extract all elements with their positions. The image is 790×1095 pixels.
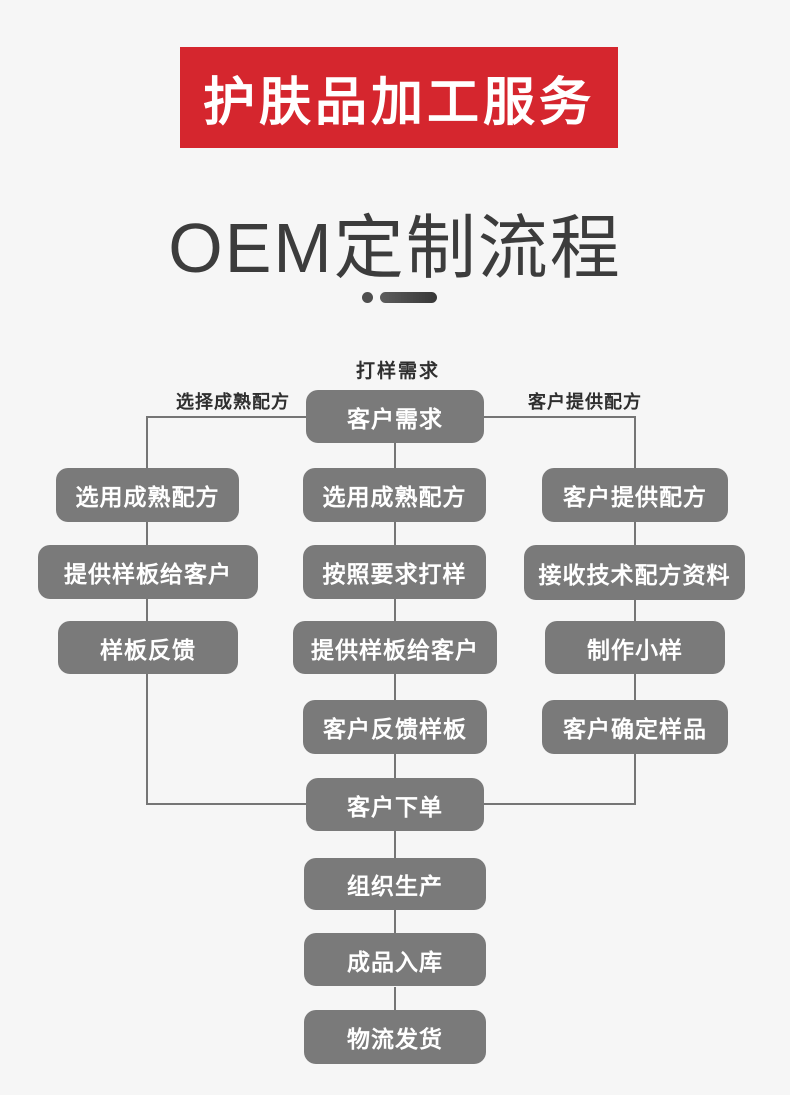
connector-right-3-4 xyxy=(634,674,636,700)
connector-middle-2-3 xyxy=(394,599,396,621)
decoration-dash xyxy=(380,292,437,303)
node-organize-production: 组织生产 xyxy=(304,858,486,910)
connector-branch-left-down xyxy=(146,416,148,468)
label-customer-provides-formula: 客户提供配方 xyxy=(528,392,642,412)
node-customer-provides-formula: 客户提供配方 xyxy=(542,468,728,522)
connector-branch-right-down xyxy=(634,416,636,468)
label-choose-mature-formula: 选择成熟配方 xyxy=(176,392,290,412)
node-select-mature-formula-middle: 选用成熟配方 xyxy=(303,468,486,522)
node-customer-feedback-sample: 客户反馈样板 xyxy=(303,700,487,754)
node-customer-confirms-sample: 客户确定样品 xyxy=(542,700,728,754)
connector-warehouse-shipping xyxy=(394,987,396,1010)
node-receive-technical-formula-data: 接收技术配方资料 xyxy=(524,545,745,600)
connector-middle-1-2 xyxy=(394,522,396,545)
label-sampling-demand: 打样需求 xyxy=(356,361,441,382)
connector-right-drop xyxy=(634,754,636,805)
connector-production-warehouse xyxy=(394,910,396,933)
connector-root-down xyxy=(394,443,396,468)
node-sample-feedback: 样板反馈 xyxy=(58,621,238,674)
connector-left-2-3 xyxy=(146,599,148,621)
node-select-mature-formula-left: 选用成熟配方 xyxy=(56,468,239,522)
connector-left-long-drop xyxy=(146,674,148,805)
page-title: OEM定制流程 xyxy=(168,209,622,287)
connector-merge-right-horizontal xyxy=(484,803,636,805)
connector-merge-left-horizontal xyxy=(146,803,306,805)
node-customer-places-order: 客户下单 xyxy=(306,778,484,831)
connector-right-1-2 xyxy=(634,522,636,545)
node-provide-sample-to-customer-left: 提供样板给客户 xyxy=(38,545,258,599)
connector-order-production xyxy=(394,831,396,858)
connector-middle-3-4 xyxy=(394,674,396,700)
connector-branch-left-horizontal xyxy=(146,416,306,418)
node-sample-per-requirements: 按照要求打样 xyxy=(303,545,486,599)
connector-left-1-2 xyxy=(146,522,148,545)
connector-middle-4-order xyxy=(394,754,396,778)
node-logistics-shipping: 物流发货 xyxy=(304,1010,486,1064)
decoration-dot xyxy=(362,292,373,303)
connector-right-2-3 xyxy=(634,600,636,621)
node-provide-sample-to-customer-middle: 提供样板给客户 xyxy=(293,621,497,674)
banner-title: 护肤品加工服务 xyxy=(180,47,618,148)
node-customer-demand: 客户需求 xyxy=(306,390,484,443)
connector-branch-right-horizontal xyxy=(484,416,636,418)
node-finished-goods-warehousing: 成品入库 xyxy=(304,933,486,986)
node-make-small-sample: 制作小样 xyxy=(545,621,725,674)
